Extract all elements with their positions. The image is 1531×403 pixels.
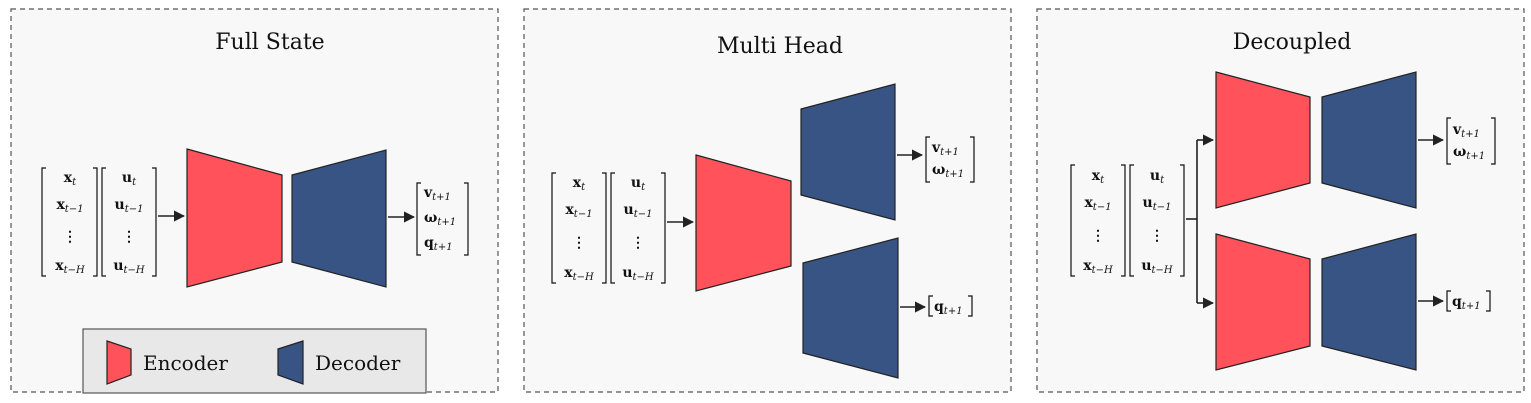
panel-full-state-title: Full State bbox=[215, 30, 324, 55]
svg-text:xt: xt bbox=[573, 175, 586, 193]
svg-text:⋮: ⋮ bbox=[572, 235, 586, 251]
output-omega: ωt+1 bbox=[424, 210, 456, 228]
svg-text:qt+1: qt+1 bbox=[934, 299, 963, 317]
output-v: vt+1 bbox=[423, 185, 451, 203]
decoder-bottom-shape bbox=[802, 237, 899, 379]
svg-text:ut: ut bbox=[631, 175, 646, 193]
u-t: ut bbox=[122, 170, 137, 188]
panel-full-state: Full State xt xt−1 ⋮ xt−H ut ut−1 ⋮ ut−H… bbox=[10, 8, 499, 394]
svg-text:ut−H: ut−H bbox=[1141, 258, 1173, 276]
x-bracket-left bbox=[41, 167, 46, 277]
decoder-top-shape bbox=[1321, 71, 1417, 209]
svg-text:ut−1: ut−1 bbox=[1143, 195, 1172, 213]
svg-text:xt−H: xt−H bbox=[564, 265, 594, 283]
svg-text:ut−H: ut−H bbox=[622, 265, 654, 283]
x-vdots: ⋮ bbox=[63, 229, 77, 245]
svg-text:⋮: ⋮ bbox=[1091, 228, 1105, 244]
x-bracket-right bbox=[93, 167, 98, 277]
svg-text:ut: ut bbox=[1150, 168, 1165, 186]
panel-decoupled-title: Decoupled bbox=[1233, 30, 1352, 55]
u-vdots: ⋮ bbox=[122, 229, 136, 245]
input-matrix-multi-head: xt xt−1 ⋮ xt−H ut ut−1 ⋮ ut−H bbox=[551, 172, 666, 284]
svg-text:⋮: ⋮ bbox=[631, 235, 645, 251]
legend: Encoder Decoder bbox=[82, 328, 427, 394]
svg-text:xt−1: xt−1 bbox=[565, 202, 592, 220]
encoder-shape bbox=[695, 154, 792, 292]
svg-text:⋮: ⋮ bbox=[1150, 228, 1164, 244]
decoder-shape bbox=[291, 149, 387, 288]
u-t-minus-1: ut−1 bbox=[115, 197, 144, 215]
input-matrix-full-state: xt xt−1 ⋮ xt−H ut ut−1 ⋮ ut−H bbox=[41, 167, 157, 277]
output-vector-vw-decoupled: vt+1 ωt+1 bbox=[1446, 117, 1496, 165]
output-vector-full: vt+1 ωt+1 qt+1 bbox=[416, 182, 469, 256]
svg-text:vt+1: vt+1 bbox=[1452, 122, 1480, 140]
output-vector-vw-multi-head: vt+1 ωt+1 bbox=[925, 136, 975, 183]
decoder-bottom-shape bbox=[1321, 233, 1417, 371]
panel-decoupled: Decoupled xt xt−1 ⋮ xt−H ut ut−1 ⋮ ut−H bbox=[1036, 8, 1525, 393]
input-matrix-decoupled: xt xt−1 ⋮ xt−H ut ut−1 ⋮ ut−H bbox=[1070, 164, 1185, 277]
decoder-top-shape bbox=[800, 83, 896, 221]
split-connector bbox=[1186, 134, 1215, 309]
svg-text:xt−1: xt−1 bbox=[1084, 195, 1111, 213]
u-bracket-right bbox=[152, 167, 157, 277]
legend-box bbox=[82, 328, 427, 394]
svg-text:vt+1: vt+1 bbox=[931, 140, 959, 158]
encoder-bottom-shape bbox=[1215, 233, 1311, 371]
x-t: xt bbox=[64, 170, 77, 188]
legend-decoder-label: Decoder bbox=[315, 351, 401, 375]
panel-multi-head: Multi Head xt xt−1 ⋮ xt−H ut ut−1 ⋮ ut−H… bbox=[523, 8, 1012, 393]
output-q: qt+1 bbox=[424, 235, 453, 253]
x-t-minus-h: xt−H bbox=[55, 258, 85, 276]
legend-encoder-icon bbox=[106, 340, 132, 385]
svg-text:qt+1: qt+1 bbox=[1452, 294, 1481, 312]
svg-text:xt: xt bbox=[1092, 168, 1105, 186]
u-t-minus-h: ut−H bbox=[113, 258, 145, 276]
x-t-minus-1: xt−1 bbox=[56, 197, 83, 215]
svg-text:xt−H: xt−H bbox=[1083, 258, 1113, 276]
svg-text:ωt+1: ωt+1 bbox=[1453, 144, 1485, 162]
encoder-shape bbox=[186, 148, 283, 288]
output-vector-q-decoupled: qt+1 bbox=[1446, 290, 1491, 312]
svg-text:ut−1: ut−1 bbox=[624, 202, 653, 220]
u-bracket-left bbox=[101, 167, 106, 277]
legend-encoder-label: Encoder bbox=[143, 351, 228, 375]
svg-text:ωt+1: ωt+1 bbox=[932, 162, 964, 180]
legend-decoder-icon bbox=[277, 340, 304, 385]
output-vector-q-multi-head: qt+1 bbox=[928, 295, 973, 317]
panel-multi-head-title: Multi Head bbox=[717, 34, 843, 59]
encoder-top-shape bbox=[1215, 71, 1311, 209]
